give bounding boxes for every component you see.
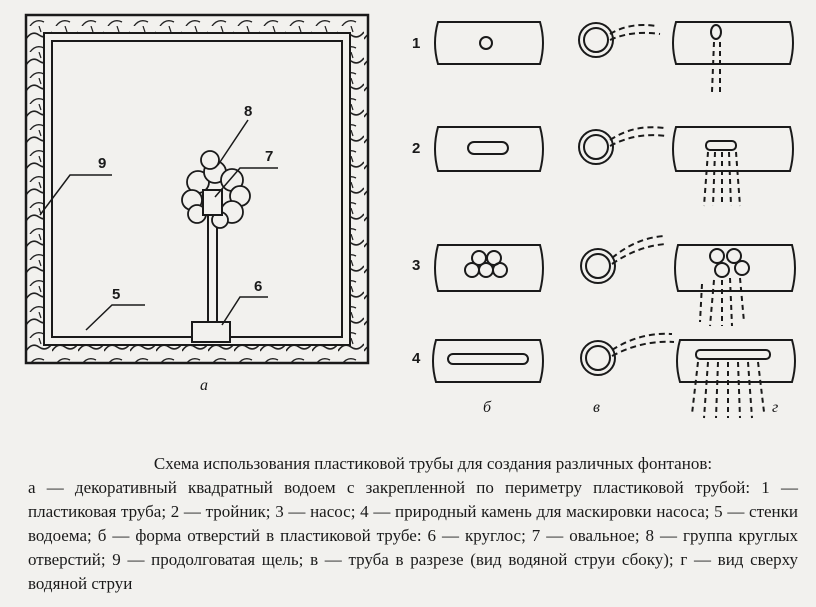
top-view-column <box>672 21 796 383</box>
callout-8: 8 <box>244 103 252 120</box>
pond-plan: 9 8 7 5 6 а <box>24 13 370 394</box>
row-number-1: 1 <box>412 35 420 52</box>
panel-label-v: в <box>593 399 600 416</box>
pipe-section-column <box>578 22 675 376</box>
water-spray <box>691 41 765 419</box>
panel-label-a: а <box>200 377 208 394</box>
row-number-4: 4 <box>412 350 421 367</box>
tee-box <box>202 189 223 216</box>
panel-label-g: г <box>772 399 778 416</box>
hole-shapes-column <box>432 21 544 383</box>
callout-5: 5 <box>112 286 120 303</box>
callout-6: 6 <box>254 278 262 295</box>
callout-7: 7 <box>265 148 273 165</box>
stone-cluster <box>181 150 251 229</box>
row-number-2: 2 <box>412 140 420 157</box>
panel-label-b: б <box>483 399 492 416</box>
callout-9: 9 <box>98 155 106 172</box>
row-number-3: 3 <box>412 257 420 274</box>
caption-text: а — декоративный квадратный водоем с зак… <box>28 478 798 593</box>
figure-caption: Схема использования пластиковой трубы дл… <box>28 452 798 596</box>
fountain-diagram: 9 8 7 5 6 а 1 2 3 4 б в <box>24 13 796 419</box>
caption-title: Схема использования пластиковой трубы дл… <box>153 454 713 473</box>
pump-box <box>191 321 231 343</box>
